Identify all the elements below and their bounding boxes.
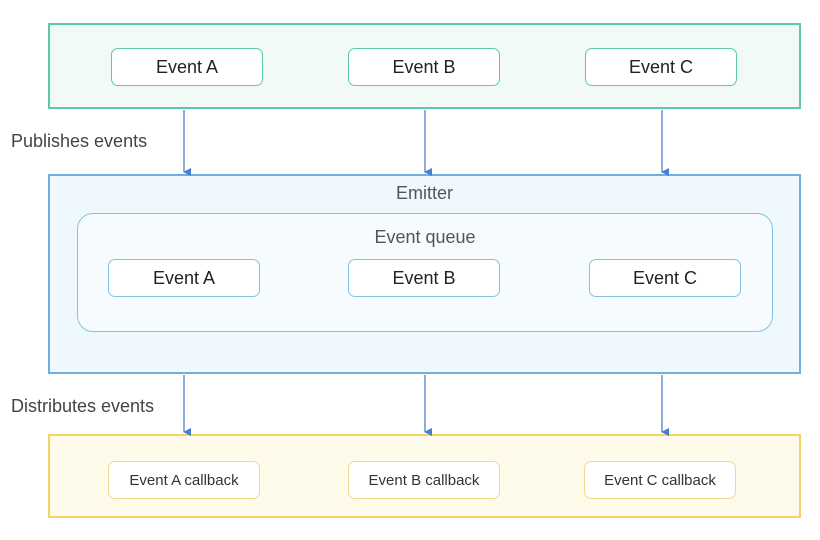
publisher-event-b: Event B bbox=[348, 48, 500, 86]
publisher-event-c: Event C bbox=[585, 48, 737, 86]
callback-event-c: Event C callback bbox=[584, 461, 736, 499]
callback-event-a: Event A callback bbox=[108, 461, 260, 499]
publishes-events-label: Publishes events bbox=[11, 131, 148, 151]
callback-event-b: Event B callback bbox=[348, 461, 500, 499]
queue-event-c: Event C bbox=[589, 259, 741, 297]
emitter-title: Emitter bbox=[395, 183, 453, 203]
distributes-events-label: Distributes events bbox=[11, 396, 155, 416]
event-queue-title: Event queue bbox=[374, 227, 476, 247]
queue-event-a: Event A bbox=[108, 259, 260, 297]
publisher-event-a: Event A bbox=[111, 48, 263, 86]
queue-event-b: Event B bbox=[348, 259, 500, 297]
